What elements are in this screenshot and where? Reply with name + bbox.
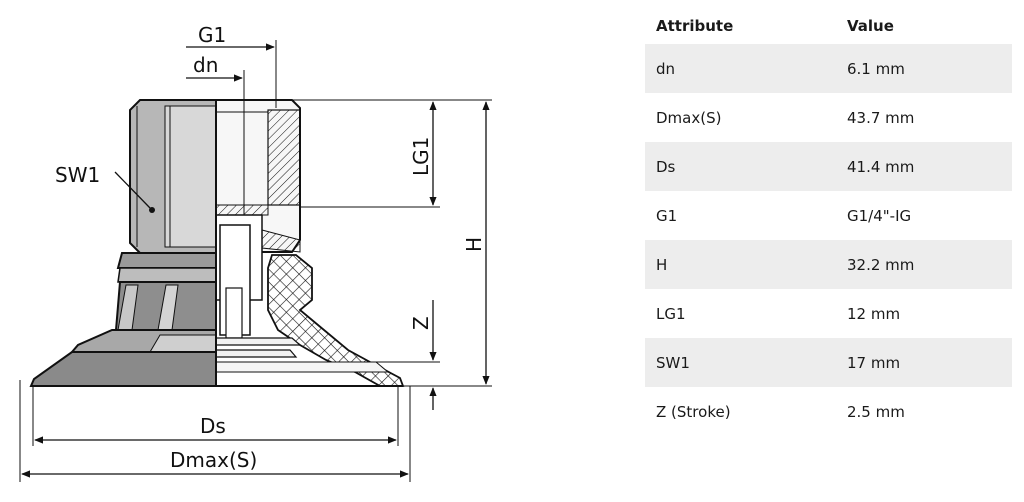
svg-text:Z: Z <box>409 316 433 330</box>
row-attribute: H <box>645 240 847 289</box>
cup-section-view <box>215 99 405 387</box>
table-row: G1 G1/4"-IG <box>645 191 1012 240</box>
row-attribute: SW1 <box>645 338 847 387</box>
row-value: G1/4"-IG <box>847 206 912 225</box>
svg-text:LG1: LG1 <box>409 137 433 176</box>
dim-lg1: LG1 <box>409 101 437 206</box>
dim-ds: Ds <box>32 386 399 446</box>
header-attribute: Attribute <box>656 16 734 35</box>
spec-table: Attribute Value dn 6.1 mm Dmax(S) 43.7 m… <box>645 7 1012 436</box>
dim-dn: dn <box>186 53 245 215</box>
row-attribute: G1 <box>656 206 678 225</box>
table-row: H 32.2 mm <box>645 240 1012 289</box>
svg-text:Ds: Ds <box>200 414 226 438</box>
row-value: 12 mm <box>847 304 901 323</box>
row-value: 2.5 mm <box>847 402 905 421</box>
dim-h: H <box>462 101 490 385</box>
svg-text:G1: G1 <box>198 23 226 47</box>
row-value: 17 mm <box>847 338 1012 387</box>
dim-dmax: Dmax(S) <box>19 380 411 482</box>
table-row: LG1 12 mm <box>645 289 1012 338</box>
row-value: 41.4 mm <box>847 142 1012 191</box>
row-attribute: Z (Stroke) <box>656 402 731 421</box>
suction-cup-drawing: G1 dn SW1 LG1 H Z Ds Dma <box>19 23 492 482</box>
table-row: Dmax(S) 43.7 mm <box>645 93 1012 142</box>
dim-z: Z <box>409 300 437 410</box>
table-row: dn 6.1 mm <box>645 44 1012 93</box>
dim-g1: G1 <box>186 23 277 108</box>
table-header-row: Attribute Value <box>645 7 1012 44</box>
svg-text:Dmax(S): Dmax(S) <box>170 448 257 472</box>
header-value: Value <box>847 16 894 35</box>
cup-outside-view <box>29 99 217 387</box>
table-row: Z (Stroke) 2.5 mm <box>645 387 1012 436</box>
table-row: SW1 17 mm <box>645 338 1012 387</box>
row-attribute: Dmax(S) <box>656 108 722 127</box>
svg-text:H: H <box>462 237 486 252</box>
row-value: 32.2 mm <box>847 240 1012 289</box>
svg-text:SW1: SW1 <box>55 163 100 187</box>
row-value: 43.7 mm <box>847 108 915 127</box>
row-attribute: dn <box>645 44 847 93</box>
row-attribute: Ds <box>645 142 847 191</box>
table-row: Ds 41.4 mm <box>645 142 1012 191</box>
row-attribute: LG1 <box>656 304 686 323</box>
svg-text:dn: dn <box>193 53 218 77</box>
row-value: 6.1 mm <box>847 44 1012 93</box>
dim-sw1: SW1 <box>55 163 155 213</box>
